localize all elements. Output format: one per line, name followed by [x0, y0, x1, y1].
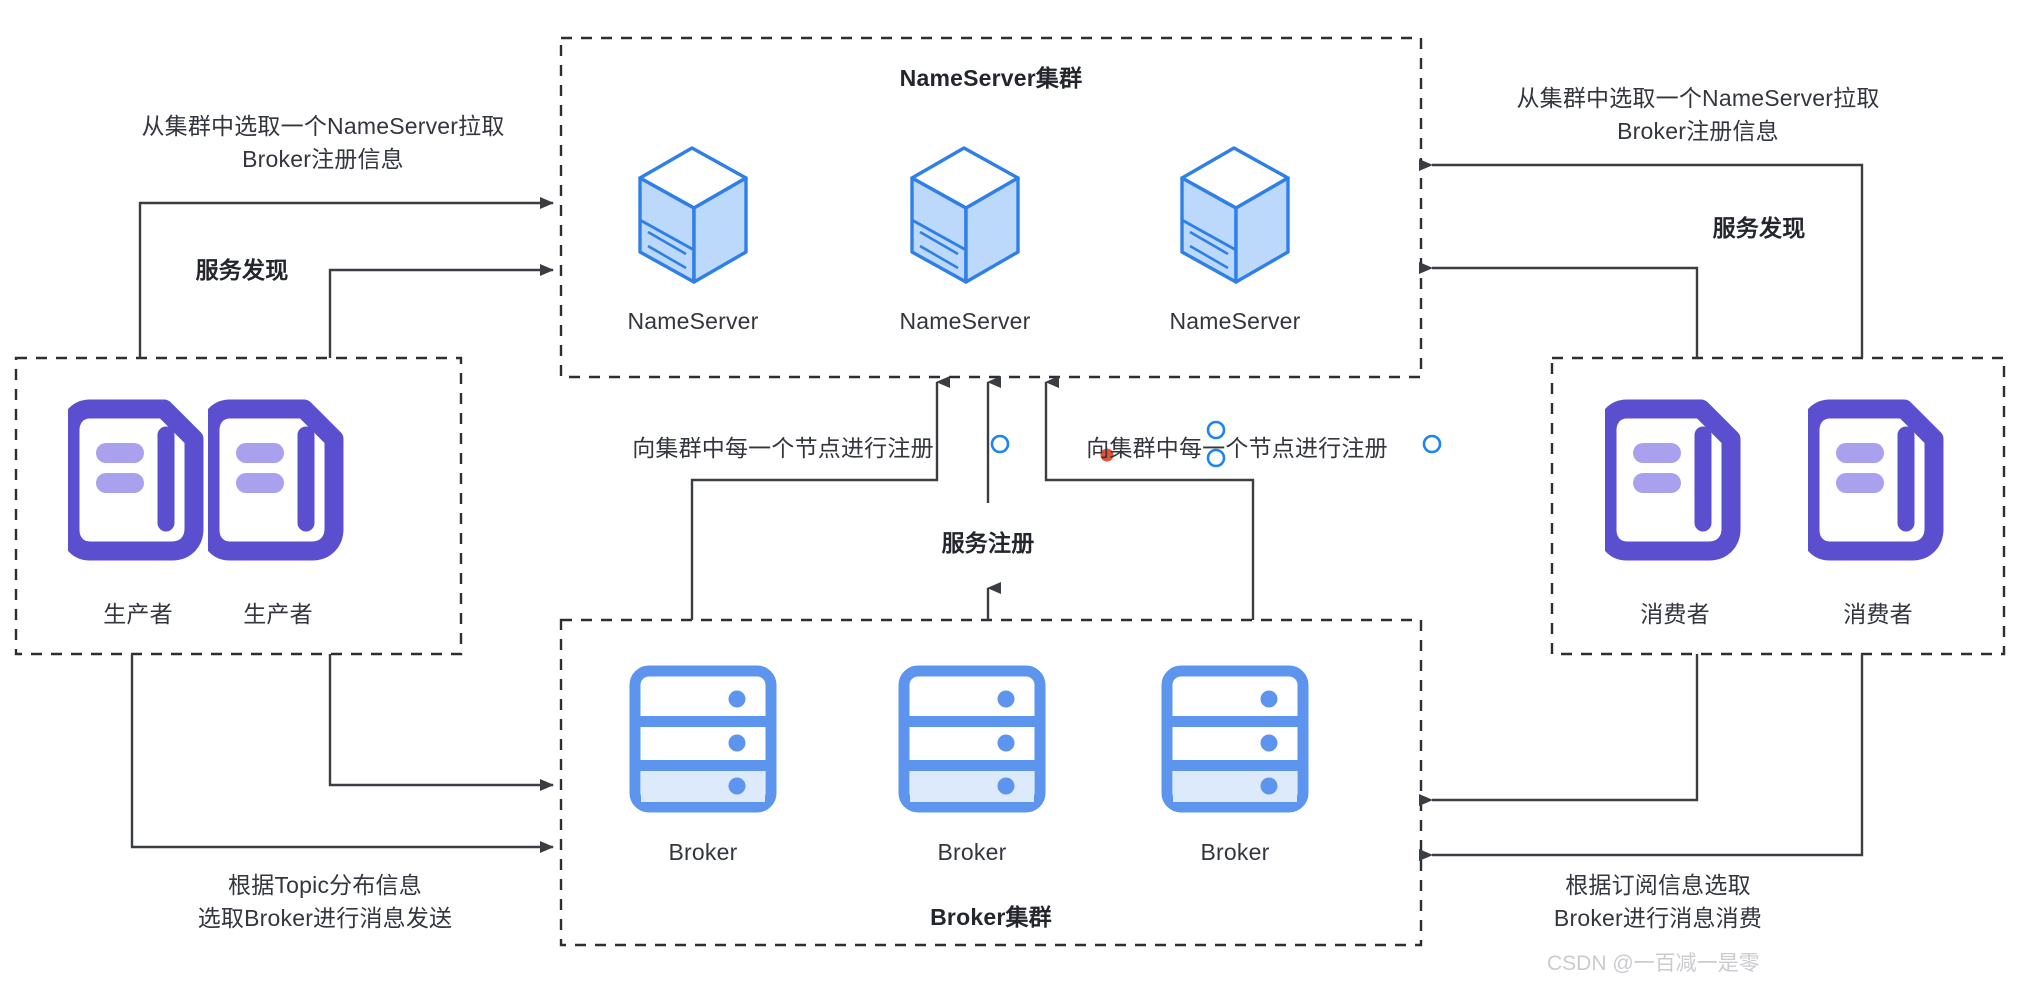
connector-producer1-to-nameserver	[138, 197, 554, 358]
server-icon	[1180, 146, 1290, 284]
left-service-discovery-label: 服务发现	[195, 257, 289, 283]
nameserver-cluster-title: NameServer集群	[899, 65, 1083, 91]
producer-cluster-box	[14, 356, 463, 656]
producer-node-2[interactable]	[200, 395, 348, 570]
broker-icon	[898, 665, 1046, 813]
nameserver-label-2: NameServer	[899, 308, 1031, 334]
connector-consumer1-to-broker	[1419, 654, 1699, 806]
broker-node-1[interactable]	[629, 665, 777, 818]
register-annotation-right: 向集群中每一个节点进行注册	[1086, 435, 1388, 461]
right-service-discovery-label: 服务发现	[1712, 215, 1806, 241]
connector-nameserver-to-consumer2	[1419, 262, 1699, 358]
broker-icon	[1161, 665, 1309, 813]
nameserver-node-2[interactable]	[900, 130, 1030, 305]
left-pull-annotation-line2: Broker注册信息	[242, 146, 404, 172]
nameserver-node-3[interactable]	[1170, 130, 1300, 305]
left-pull-annotation-line1: 从集群中选取一个NameServer拉取	[141, 113, 505, 139]
connector-broker-register-1	[690, 376, 950, 620]
consumer-cluster-box	[1550, 356, 2006, 656]
bottom-left-annotation-line1: 根据Topic分布信息	[228, 872, 422, 898]
client-icon	[1800, 399, 1944, 561]
register-annotation-left: 向集群中每一个节点进行注册	[632, 435, 934, 461]
broker-cluster-box	[559, 618, 1423, 947]
selection-handle-right	[1422, 434, 1442, 454]
broker-label-1: Broker	[668, 839, 738, 865]
broker-label-3: Broker	[1200, 839, 1270, 865]
consumer-node-2[interactable]	[1800, 395, 1948, 570]
connector-producer1-to-broker	[130, 654, 554, 853]
connector-consumer2-to-broker	[1419, 654, 1864, 861]
broker-icon	[629, 665, 777, 813]
producer-label-2: 生产者	[243, 601, 313, 627]
bottom-right-annotation-line2: Broker进行消息消费	[1553, 905, 1763, 931]
bottom-left-annotation-line2: 选取Broker进行消息发送	[197, 905, 453, 931]
csdn-watermark: CSDN @一百减一是零	[1547, 952, 1760, 975]
selection-handle-bottom	[1206, 448, 1226, 468]
broker-cluster-title: Broker集群	[930, 904, 1052, 930]
client-icon	[1597, 399, 1741, 561]
connector-producer2-to-broker	[328, 654, 554, 791]
connector-nameserver-to-consumer1	[1419, 159, 1864, 358]
right-pull-annotation-line2: Broker注册信息	[1617, 118, 1779, 144]
broker-label-2: Broker	[937, 839, 1007, 865]
selection-handle-left	[990, 434, 1010, 454]
selection-handle-red	[1100, 448, 1114, 462]
nameserver-node-1[interactable]	[628, 130, 758, 305]
consumer-label-2: 消费者	[1843, 601, 1913, 627]
producer-node-1[interactable]	[60, 395, 208, 570]
service-register-label: 服务注册	[941, 530, 1035, 556]
bottom-right-annotation-line1: 根据订阅信息选取	[1565, 872, 1751, 898]
connector-producer2-to-nameserver	[328, 264, 554, 358]
right-pull-annotation-line1: 从集群中选取一个NameServer拉取	[1516, 85, 1880, 111]
server-icon	[910, 146, 1020, 284]
nameserver-label-1: NameServer	[627, 308, 759, 334]
consumer-node-1[interactable]	[1597, 395, 1745, 570]
broker-node-3[interactable]	[1161, 665, 1309, 818]
client-icon	[60, 399, 204, 561]
broker-node-2[interactable]	[898, 665, 1046, 818]
server-icon	[638, 146, 748, 284]
producer-label-1: 生产者	[103, 601, 173, 627]
connector-broker-register-3	[1044, 376, 1255, 620]
selection-handle-top	[1206, 420, 1226, 440]
consumer-label-1: 消费者	[1640, 601, 1710, 627]
client-icon	[200, 399, 344, 561]
nameserver-label-3: NameServer	[1169, 308, 1301, 334]
